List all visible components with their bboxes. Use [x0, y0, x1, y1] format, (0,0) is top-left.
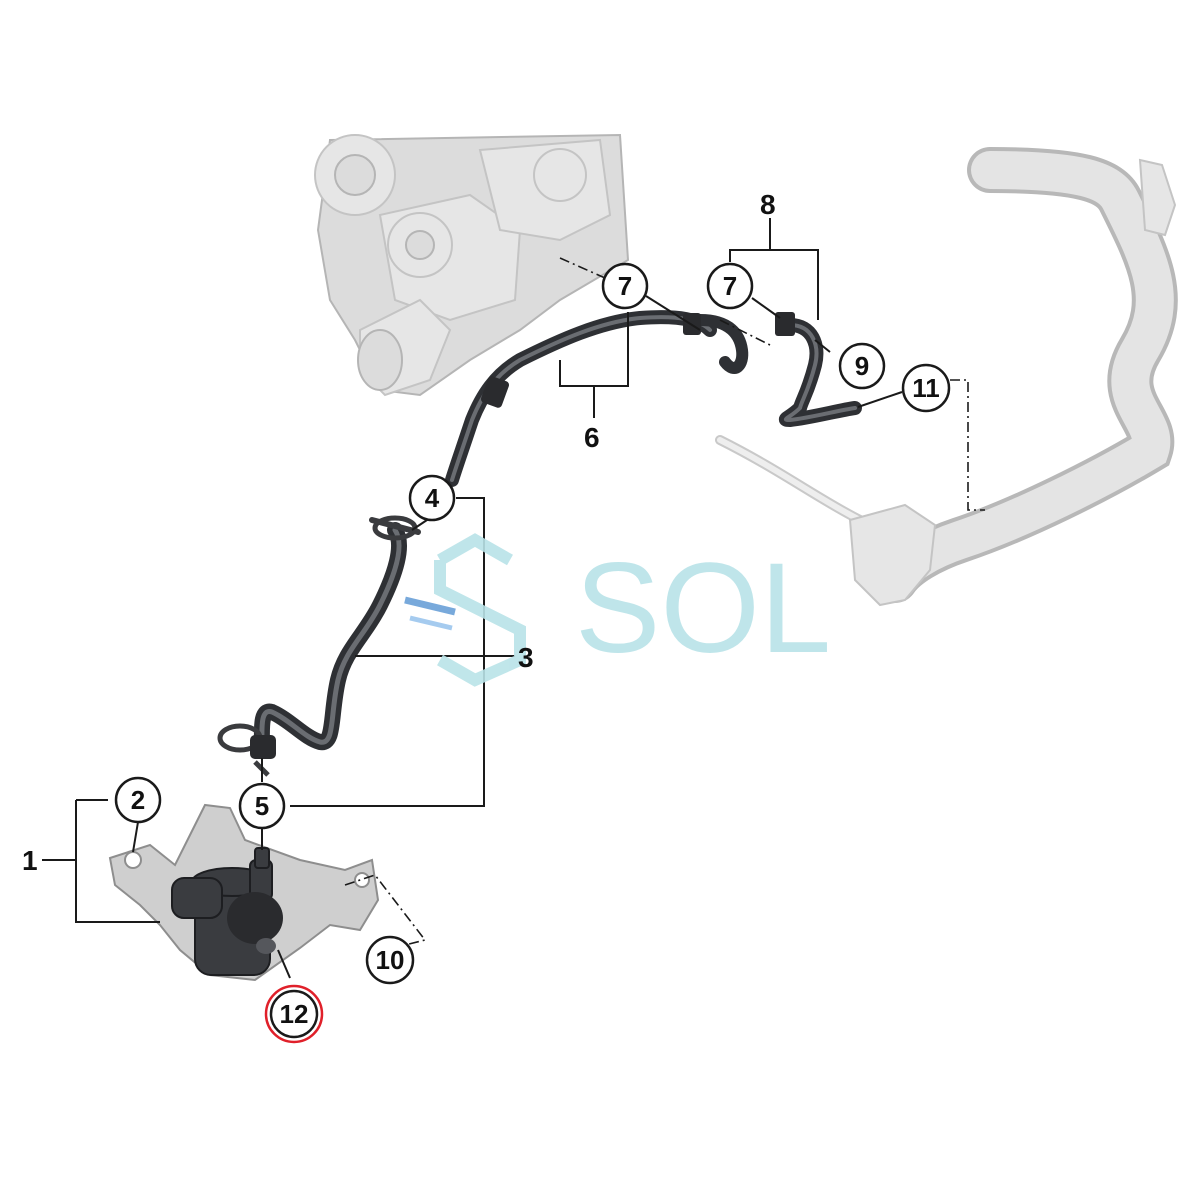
callout-7-upper: 7 [601, 262, 649, 310]
callout-12-highlighted: 12 [264, 984, 324, 1044]
svg-text:7: 7 [723, 271, 737, 301]
coolant-hose [217, 310, 862, 777]
svg-text:11: 11 [912, 373, 940, 403]
label-6: 6 [584, 422, 600, 453]
label-3: 3 [518, 642, 534, 673]
watermark: SOL [404, 533, 831, 687]
callout-2: 2 [114, 776, 162, 824]
svg-text:9: 9 [855, 351, 869, 381]
callout-4: 4 [408, 474, 456, 522]
callout-5: 5 [238, 782, 286, 830]
svg-text:4: 4 [425, 483, 440, 513]
svg-text:12: 12 [280, 999, 309, 1029]
leader-lines [42, 218, 985, 979]
svg-text:7: 7 [618, 271, 632, 301]
svg-text:2: 2 [131, 785, 145, 815]
callout-9: 9 [838, 342, 886, 390]
label-8: 8 [760, 189, 776, 220]
callout-7-right: 7 [706, 262, 754, 310]
watermark-text: SOL [575, 537, 831, 680]
turbocharger-ghost [314, 133, 630, 397]
callout-11: 11 [901, 363, 951, 413]
electric-water-pump [108, 803, 380, 982]
label-1: 1 [22, 845, 38, 876]
svg-text:10: 10 [376, 945, 405, 975]
coolant-pipe-ghost [715, 147, 1178, 607]
svg-text:5: 5 [255, 791, 269, 821]
callout-10: 10 [365, 935, 415, 985]
